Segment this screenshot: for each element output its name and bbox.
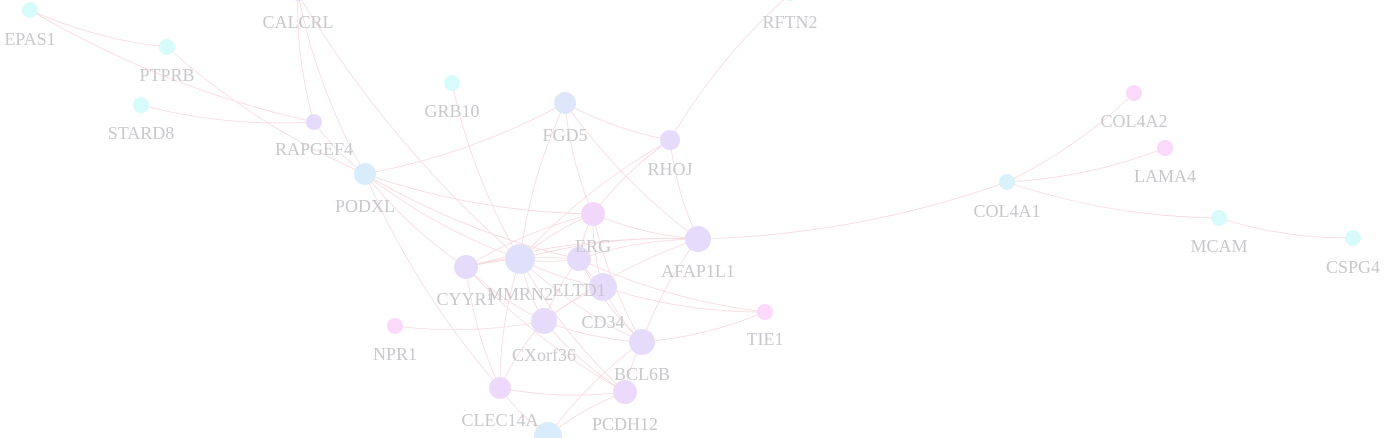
edge-ptprb-podxl <box>166 46 366 175</box>
edge-mmrn2-bcl6b <box>519 258 643 343</box>
edge-clec14a-pcdh12 <box>499 387 626 396</box>
node-fgd5[interactable] <box>554 92 576 114</box>
node-lama4[interactable] <box>1157 140 1173 156</box>
node-eltd1[interactable] <box>567 247 591 271</box>
node-label-afap1l1: AFAP1L1 <box>661 261 735 281</box>
edge-podxl-eltd1 <box>364 173 580 260</box>
edge-afap1l1-eltd1 <box>578 238 699 260</box>
edge-layer <box>29 0 1354 437</box>
edge-rhoj-mmrn2 <box>519 139 671 260</box>
edge-erg-cyyr1 <box>465 213 594 268</box>
node-label-clec14a: CLEC14A <box>461 410 538 430</box>
node-podxl[interactable] <box>354 163 376 185</box>
node-layer <box>22 0 1361 438</box>
node-label-cxorf36: CXorf36 <box>512 345 576 365</box>
edge-mmrn2-pcdh12 <box>519 258 626 393</box>
edge-npr1-cxorf36 <box>394 320 545 331</box>
edge-mcam-cspg4 <box>1218 217 1354 239</box>
node-label-grb10: GRB10 <box>424 101 479 121</box>
edge-calcrl-rapgef4 <box>297 0 315 123</box>
node-label-epas1: EPAS1 <box>4 29 55 49</box>
edge-cd34-tie1 <box>602 286 766 313</box>
edge-podxl-cyyr1 <box>364 173 467 268</box>
edge-epas1-rapgef4 <box>29 9 315 123</box>
node-rapgef4[interactable] <box>306 114 322 130</box>
node-cd34[interactable] <box>589 273 617 301</box>
node-cxorf36[interactable] <box>531 308 557 334</box>
node-label-col4a2: COL4A2 <box>1101 111 1168 131</box>
node-label-erg: ERG <box>575 236 611 256</box>
edge-afap1l1-bcl6b <box>641 238 699 343</box>
node-mcam[interactable] <box>1211 210 1227 226</box>
edge-fgd5-erg <box>564 102 594 215</box>
node-tie1[interactable] <box>757 304 773 320</box>
edge-podxl-mmrn2 <box>364 173 521 260</box>
node-rhoj[interactable] <box>660 130 680 150</box>
node-clec14a[interactable] <box>489 377 511 399</box>
node-label-rapgef4: RAPGEF4 <box>275 139 353 159</box>
edge-fgd5-rhoj <box>564 102 671 141</box>
edge-podxl-clec14a <box>364 173 501 389</box>
edge-col4a1-col4a2 <box>1006 92 1135 183</box>
edge-podxl-erg <box>364 173 594 215</box>
node-label-mmrn2: MMRN2 <box>487 284 553 304</box>
node-label-podxl: PODXL <box>335 196 395 216</box>
node-label-npr1: NPR1 <box>373 344 417 364</box>
edge-afap1l1-col4a1 <box>697 181 1008 240</box>
node-col4a1[interactable] <box>999 174 1015 190</box>
edge-epas1-ptprb <box>29 9 168 48</box>
node-label-tie1: TIE1 <box>747 329 784 349</box>
edge-cyyr1-pcdh12 <box>465 266 626 393</box>
node-pcdh12[interactable] <box>613 380 637 404</box>
edge-afap1l1-cyyr1 <box>465 238 699 268</box>
node-label-cyyr1: CYYR1 <box>436 289 495 309</box>
node-cspg4[interactable] <box>1345 230 1361 246</box>
edge-col4a1-mcam <box>1006 181 1220 219</box>
node-label-rhoj: RHOJ <box>647 159 692 179</box>
node-ptprb[interactable] <box>159 39 175 55</box>
node-label-pcdh12: PCDH12 <box>592 414 658 434</box>
edge-bcl6b-hub <box>547 341 643 437</box>
node-stard8[interactable] <box>133 97 149 113</box>
node-label-fgd5: FGD5 <box>542 125 587 145</box>
edge-fgd5-mmrn2 <box>519 102 566 260</box>
edge-col4a1-lama4 <box>1006 147 1166 183</box>
node-label-col4a1: COL4A1 <box>974 201 1041 221</box>
node-label-mcam: MCAM <box>1190 236 1247 256</box>
node-epas1[interactable] <box>22 2 38 18</box>
node-erg[interactable] <box>581 202 605 226</box>
edge-rhoj-afap1l1 <box>669 139 699 240</box>
node-label-calcrl: CALCRL <box>262 12 333 32</box>
node-label-cspg4: CSPG4 <box>1326 257 1380 277</box>
node-grb10[interactable] <box>444 75 460 91</box>
node-npr1[interactable] <box>387 318 403 334</box>
edge-podxl-fgd5 <box>364 102 566 175</box>
node-label-stard8: STARD8 <box>108 123 175 143</box>
node-cyyr1[interactable] <box>454 255 478 279</box>
node-label-lama4: LAMA4 <box>1134 166 1196 186</box>
node-col4a2[interactable] <box>1126 85 1142 101</box>
edge-eltd1-tie1 <box>578 258 766 313</box>
node-label-bcl6b: BCL6B <box>614 364 670 384</box>
edge-calcrl-mmrn2 <box>301 0 521 260</box>
node-calcrl[interactable] <box>291 0 305 1</box>
edge-bcl6b-tie1 <box>641 311 766 343</box>
node-hub[interactable] <box>534 422 562 438</box>
node-label-rftn2: RFTN2 <box>762 12 817 32</box>
node-label-cd34: CD34 <box>581 312 624 332</box>
edge-rftn2-rhoj <box>669 0 784 141</box>
node-label-ptprb: PTPRB <box>139 65 194 85</box>
node-mmrn2[interactable] <box>505 244 535 274</box>
edge-grb10-mmrn2 <box>451 82 521 260</box>
node-bcl6b[interactable] <box>629 329 655 355</box>
node-label-eltd1: ELTD1 <box>552 280 605 300</box>
edge-calcrl-podxl <box>298 0 366 175</box>
node-rftn2[interactable] <box>783 0 797 1</box>
edge-stard8-rapgef4 <box>140 104 315 124</box>
node-afap1l1[interactable] <box>685 226 711 252</box>
